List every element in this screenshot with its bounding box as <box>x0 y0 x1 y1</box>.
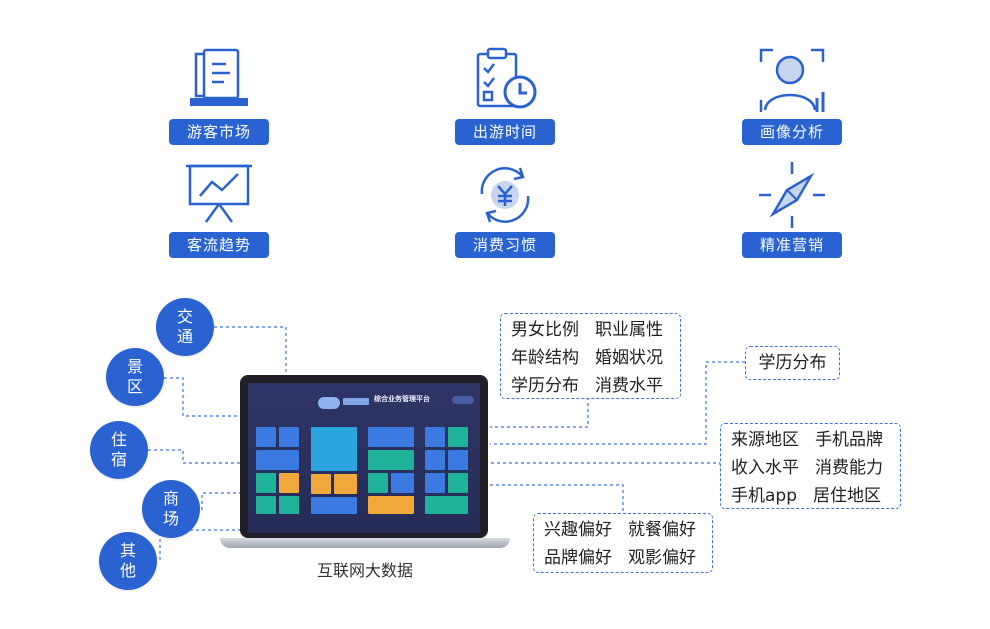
tile[interactable] <box>448 473 468 493</box>
screen-title: 综合业务管理平台 <box>374 395 430 403</box>
connector-demographics <box>490 397 589 428</box>
tile[interactable] <box>256 427 276 447</box>
attribute-item: 消费水平 <box>595 376 663 396</box>
tile[interactable] <box>279 473 299 493</box>
tile[interactable] <box>425 473 445 493</box>
source-label: 交通 <box>176 307 193 346</box>
source-traffic-circle: 交通 <box>156 298 214 356</box>
connector-traffic <box>214 326 287 376</box>
user-badge <box>452 396 474 404</box>
tile[interactable] <box>391 473 414 493</box>
laptop-screen: 综合业务管理平台 <box>240 375 488 538</box>
attribute-item: 职业属性 <box>595 320 663 340</box>
attribute-item: 手机app <box>731 486 797 506</box>
attribute-item: 来源地区 <box>731 430 799 450</box>
tile[interactable] <box>256 473 276 493</box>
connector-scenic <box>164 377 259 430</box>
tile[interactable] <box>425 450 445 470</box>
laptop-base <box>220 538 510 548</box>
cloud-logo-icon <box>318 397 340 409</box>
tile[interactable] <box>448 450 468 470</box>
tile[interactable] <box>334 474 357 494</box>
attribute-item: 学历分布 <box>511 376 579 396</box>
attribute-item: 男女比例 <box>511 320 579 340</box>
tile[interactable] <box>256 496 276 514</box>
attribute-item: 消费能力 <box>815 458 883 478</box>
source-scenic-circle: 景区 <box>106 348 164 406</box>
tile[interactable] <box>368 427 414 447</box>
feature-label-precision-marketing: 精准营销 <box>742 232 842 258</box>
attribute-item: 兴趣偏好 <box>544 520 612 540</box>
connector-preferences <box>490 484 624 515</box>
laptop-caption: 互联网大数据 <box>316 561 413 580</box>
feature-label-portrait-analysis: 画像分析 <box>742 119 842 145</box>
tile[interactable] <box>368 450 414 470</box>
checklist-clock-icon <box>476 47 537 109</box>
preferences-box: 兴趣偏好就餐偏好 品牌偏好观影偏好 <box>533 513 713 573</box>
attribute-item: 婚姻状况 <box>595 348 663 368</box>
tile[interactable] <box>256 450 299 470</box>
source-label: 其他 <box>119 541 136 580</box>
user-portrait-icon <box>759 48 825 112</box>
dashboard-screen: 综合业务管理平台 <box>248 383 480 533</box>
source-lodging-circle: 住宿 <box>90 421 148 479</box>
attribute-item: 观影偏好 <box>628 548 696 568</box>
source-label: 商场 <box>162 489 179 528</box>
logo-text-bar <box>343 398 369 405</box>
tile[interactable] <box>311 497 357 514</box>
attribute-item: 手机品牌 <box>815 430 883 450</box>
feature-label-visitor-trend: 客流趋势 <box>169 232 269 258</box>
documents-icon <box>190 48 248 106</box>
connector-mall <box>201 492 258 510</box>
feature-label-travel-time: 出游时间 <box>455 119 555 145</box>
tile[interactable] <box>425 496 468 514</box>
source-other-circle: 其他 <box>99 532 157 590</box>
tile[interactable] <box>279 496 299 514</box>
tile[interactable] <box>368 473 388 493</box>
compass-icon <box>759 162 825 228</box>
tile[interactable] <box>448 427 468 447</box>
attribute-item: 学历分布 <box>758 353 827 373</box>
yuan-cycle-icon <box>480 167 530 223</box>
feature-label-consumption-habit: 消费习惯 <box>455 232 555 258</box>
feature-label-visitor-market: 游客市场 <box>169 119 269 145</box>
source-label: 住宿 <box>110 430 127 469</box>
tile[interactable] <box>279 427 299 447</box>
connector-education <box>490 361 745 445</box>
attribute-item: 收入水平 <box>731 458 799 478</box>
connector-location <box>490 462 721 465</box>
tile[interactable] <box>311 474 331 494</box>
attribute-item: 居住地区 <box>813 486 881 506</box>
attribute-item: 就餐偏好 <box>628 520 696 540</box>
attribute-item: 年龄结构 <box>511 348 579 368</box>
tile[interactable] <box>368 496 414 514</box>
source-label: 景区 <box>126 357 143 396</box>
demographics-box: 男女比例职业属性 年龄结构婚姻状况 学历分布消费水平 <box>500 313 681 399</box>
location-box: 来源地区手机品牌 收入水平消费能力 手机app 居住地区 <box>720 423 901 509</box>
trend-board-icon <box>186 164 252 223</box>
tile[interactable] <box>311 427 357 471</box>
source-mall-circle: 商场 <box>142 480 200 538</box>
education-box: 学历分布 <box>745 346 840 380</box>
tile[interactable] <box>425 427 445 447</box>
attribute-item: 品牌偏好 <box>544 548 612 568</box>
connector-lodging <box>148 449 258 464</box>
